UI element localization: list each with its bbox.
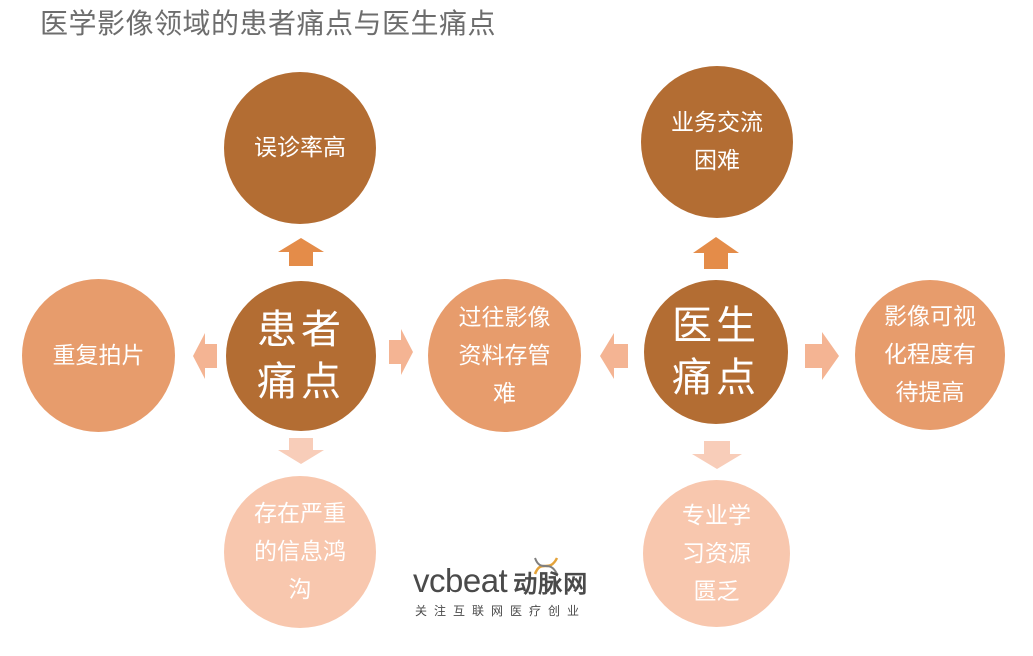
patient-center-label: 患者 痛点	[257, 307, 345, 405]
doctor-top-label: 业务交流 困难	[671, 110, 763, 174]
patient-center-circle: 患者 痛点	[226, 281, 376, 431]
arrow-down-icon	[692, 441, 742, 469]
patient-bottom-label: 存在严重 的信息鸿 沟	[254, 501, 346, 603]
doctor-center-label: 医生 痛点	[672, 303, 760, 401]
doctor-center-circle: 医生 痛点	[644, 280, 788, 424]
doctor-bottom-label: 专业学 习资源 匮乏	[682, 502, 751, 605]
arrow-left-icon	[193, 333, 217, 379]
arrow-right-icon	[805, 332, 839, 380]
diagram-title: 医学影像领域的患者痛点与医生痛点	[40, 7, 497, 40]
shared-pain-label: 过往影像 资料存管 难	[458, 304, 551, 407]
arrow-right-icon	[389, 329, 413, 375]
doctor-top-circle: 业务交流 困难	[641, 66, 793, 218]
doctor-bottom-circle: 专业学 习资源 匮乏	[643, 480, 790, 627]
logo-brand-cn: 动脉网	[513, 570, 589, 598]
dna-helix-icon	[533, 557, 559, 575]
patient-top-label: 误诊率高	[254, 135, 346, 161]
patient-left-circle: 重复拍片	[22, 279, 175, 432]
arrow-up-icon	[693, 237, 739, 269]
patient-top-circle: 误诊率高	[224, 72, 376, 224]
logo-tagline: 关注互联网医疗创业	[415, 604, 587, 618]
logo-brand: vcbeat	[413, 562, 508, 599]
patient-bottom-circle: 存在严重 的信息鸿 沟	[224, 476, 376, 628]
arrow-left-icon	[600, 333, 628, 379]
patient-left-label: 重复拍片	[52, 342, 145, 369]
arrow-up-icon	[278, 238, 324, 266]
doctor-right-label: 影像可视 化程度有 待提高	[884, 304, 976, 406]
arrow-down-icon	[278, 438, 324, 464]
doctor-right-circle: 影像可视 化程度有 待提高	[855, 280, 1005, 430]
shared-pain-circle: 过往影像 资料存管 难	[428, 279, 581, 432]
